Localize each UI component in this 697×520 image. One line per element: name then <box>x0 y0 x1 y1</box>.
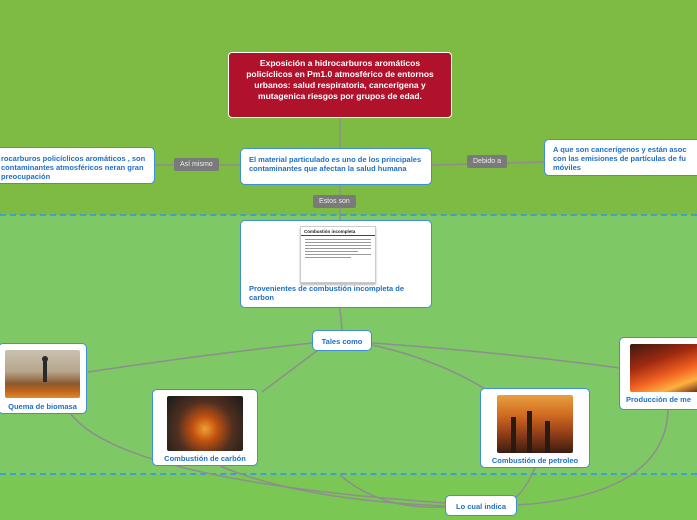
furnace-photo-icon <box>630 344 697 392</box>
fire-field-photo-icon <box>5 350 80 398</box>
smokestack-photo-icon <box>497 395 573 453</box>
right-node[interactable]: A que son cancerígenos y están asoc con … <box>544 139 697 176</box>
right-node-text: A que son cancerígenos y están asoc con … <box>553 145 687 172</box>
document-title: Combustión incompleta <box>301 227 375 236</box>
metales-label: Producción de me <box>626 395 692 404</box>
link-estos-son[interactable]: Estos son <box>313 195 356 208</box>
link-asi-mismo-label: Así mismo <box>180 161 213 168</box>
root-node[interactable]: Exposición a hidrocarburos aromáticos po… <box>228 52 452 118</box>
left-node[interactable]: rocarburos policíclicos aromáticos , son… <box>0 147 155 184</box>
link-debido-a[interactable]: Debido a <box>467 155 508 168</box>
petroleo-node[interactable]: Combustión de petroleo <box>480 388 590 468</box>
tales-como-label: Tales como <box>321 337 363 346</box>
metales-node[interactable]: Producción de me <box>619 337 697 410</box>
link-asi-mismo[interactable]: Así mismo <box>174 158 219 171</box>
root-title: Exposición a hidrocarburos aromáticos po… <box>246 58 434 101</box>
lo-cual-indica-label: Lo cual indica <box>455 502 506 511</box>
center-node[interactable]: El material particulado es uno de los pr… <box>240 148 432 185</box>
combustion-node-text: Provenientes de combustión incompleta de… <box>249 284 405 302</box>
biomasa-label: Quema de biomasa <box>8 402 77 411</box>
carbon-label: Combustión de carbón <box>164 454 246 463</box>
left-node-text: rocarburos policíclicos aromáticos , son… <box>1 154 146 181</box>
document-icon: Combustión incompleta <box>300 226 376 283</box>
link-estos-son-label: Estos son <box>319 198 350 205</box>
center-node-text: El material particulado es uno de los pr… <box>249 155 422 173</box>
petroleo-label: Combustión de petroleo <box>491 456 579 465</box>
lo-cual-indica-node[interactable]: Lo cual indica <box>445 495 517 516</box>
tales-como-node[interactable]: Tales como <box>312 330 372 351</box>
carbon-node[interactable]: Combustión de carbón <box>152 389 258 466</box>
biomasa-node[interactable]: Quema de biomasa <box>0 343 87 414</box>
separator-bottom <box>0 473 697 475</box>
link-debido-a-label: Debido a <box>473 158 502 165</box>
combustion-node[interactable]: Combustión incompleta Provenientes de co… <box>240 220 432 308</box>
separator-top <box>0 214 697 216</box>
burning-coal-photo-icon <box>167 396 243 451</box>
